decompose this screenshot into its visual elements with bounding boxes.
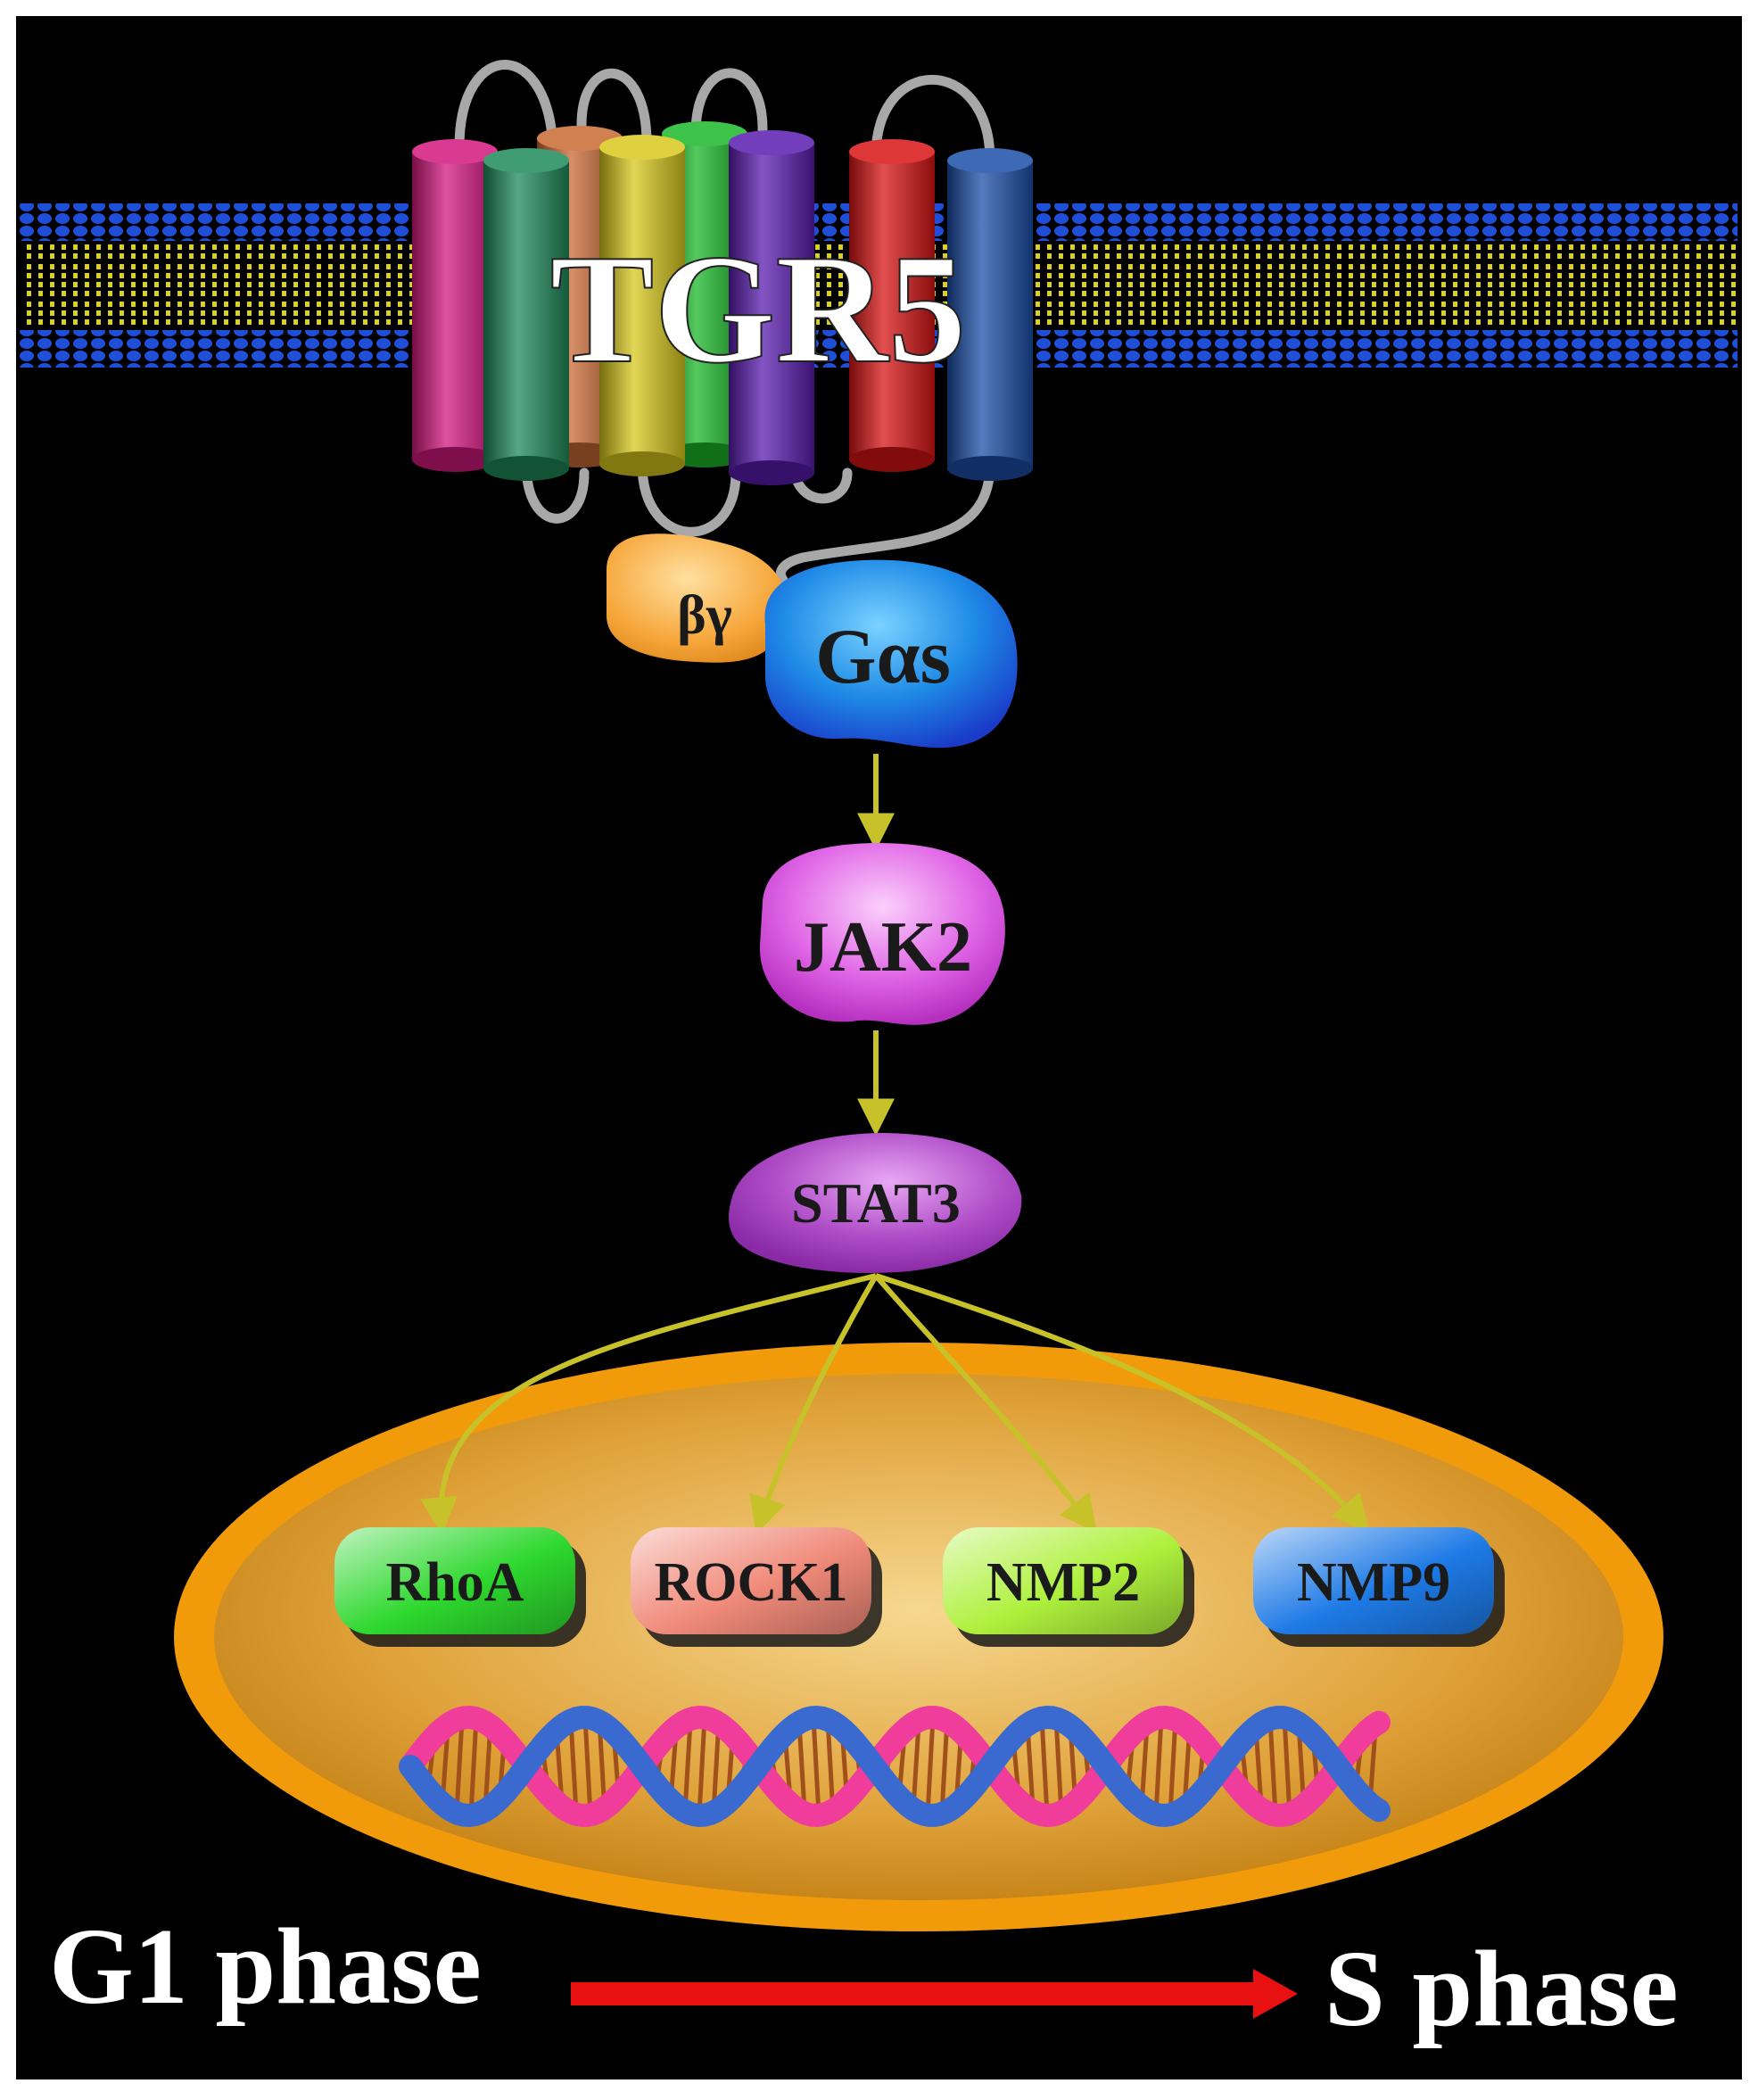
gene-box-rhoa: RhoA (334, 1527, 586, 1647)
arrow-to-rhoa (420, 1273, 877, 1535)
dna-double-helix (399, 1705, 1391, 1828)
helix-6 (729, 130, 814, 485)
s-phase-label: S phase (1325, 1929, 1679, 2049)
gene-box-rock1: ROCK1 (631, 1527, 882, 1647)
gene-label-nmp2: NMP2 (986, 1552, 1140, 1613)
beta-gamma-label: βγ (677, 585, 732, 646)
stat3-node (729, 1133, 1022, 1273)
helix-8 (947, 148, 1033, 481)
tgr5-receptor-helices (412, 121, 1033, 485)
stat3-target-arrows (420, 1273, 1370, 1535)
alpha-s-subunit (764, 559, 1018, 748)
gene-label-rhoa: RhoA (385, 1552, 524, 1613)
helix-5 (599, 135, 685, 476)
target-genes: RhoA ROCK1 NMP2 NMP9 (334, 1527, 1505, 1647)
arrow-to-rock1 (749, 1274, 879, 1534)
receptor-loops (454, 60, 995, 585)
g1-phase-label: G1 phase (49, 1906, 482, 2027)
stat3-label: STAT3 (791, 1171, 961, 1235)
jak2-node (759, 843, 1005, 1025)
beta-gamma-subunit (607, 533, 788, 663)
helix-4 (483, 148, 569, 481)
jak2-label: JAK2 (794, 908, 972, 987)
phase-transition-arrow (571, 1969, 1298, 2019)
alpha-s-label: Gαs (815, 614, 951, 700)
gene-box-nmp2: NMP2 (943, 1527, 1194, 1647)
gene-label-nmp9: NMP9 (1297, 1552, 1450, 1613)
arrow-to-nmp9 (875, 1273, 1370, 1534)
gene-label-rock1: ROCK1 (655, 1552, 848, 1613)
helix-7 (849, 139, 935, 472)
receptor-label: TGR5 (550, 222, 967, 395)
arrow-to-nmp2 (873, 1274, 1098, 1534)
gene-box-nmp9: NMP9 (1253, 1527, 1505, 1647)
